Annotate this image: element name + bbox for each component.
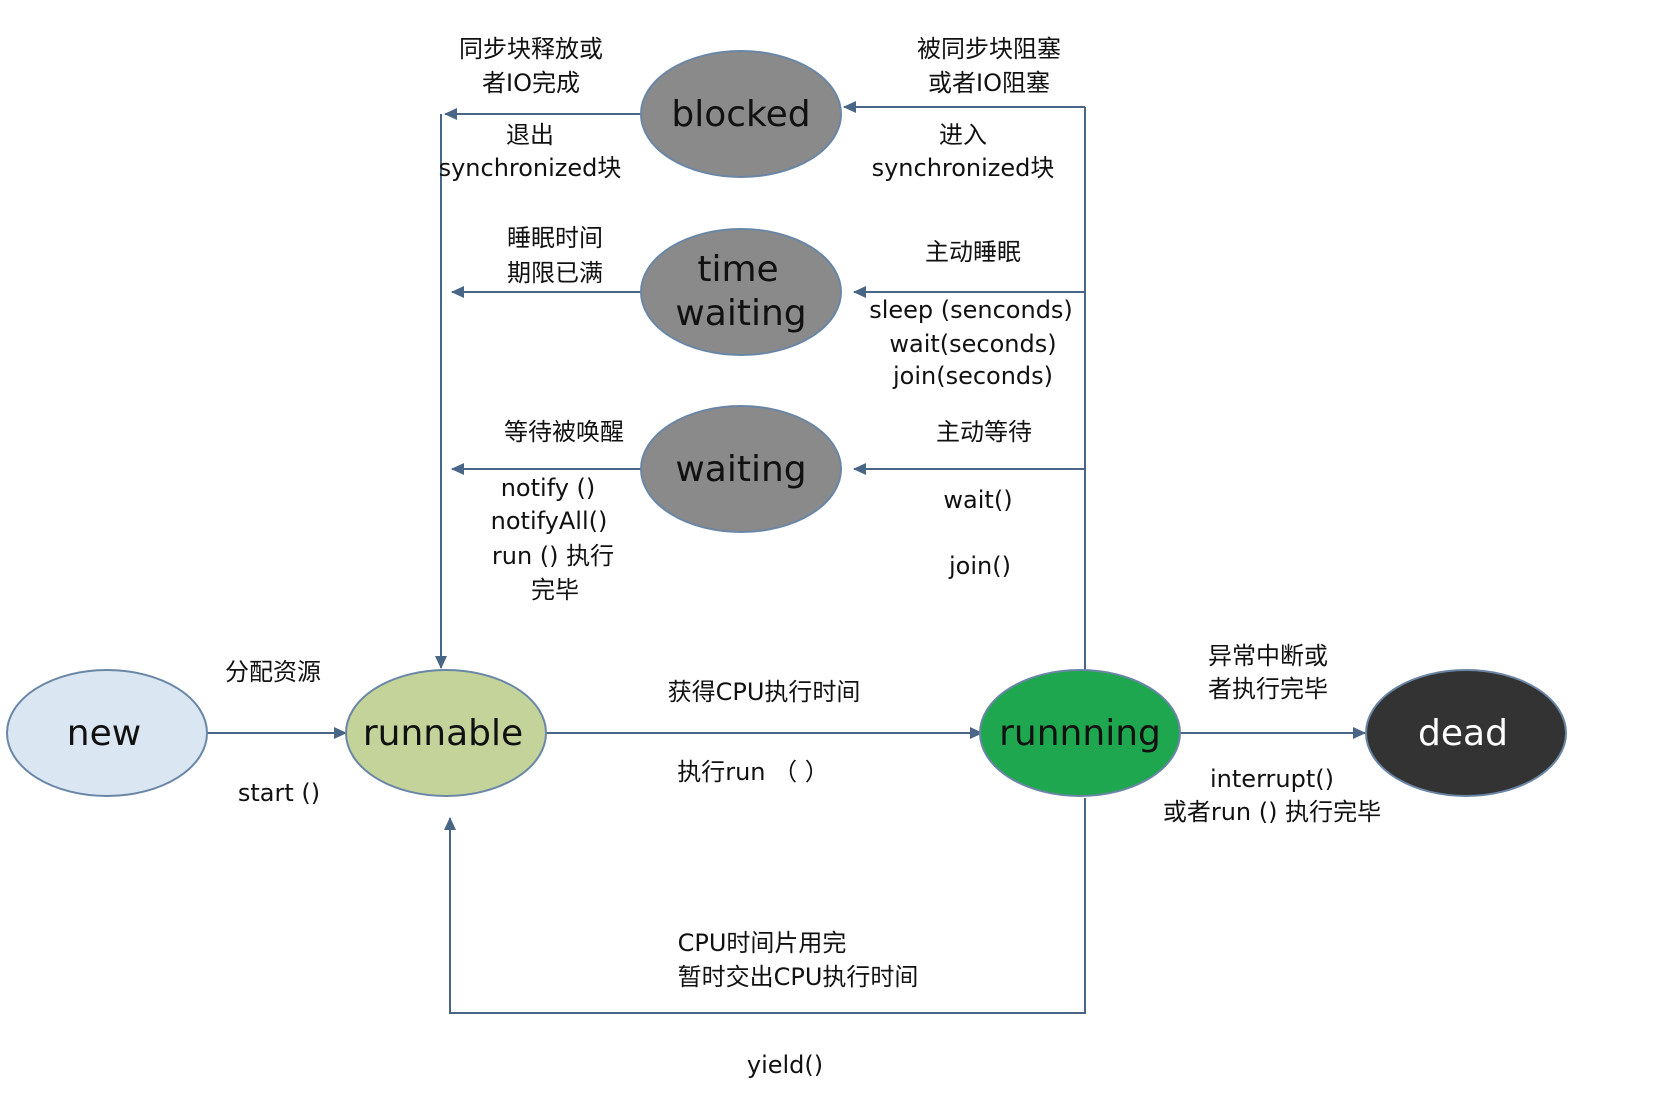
state-dead-label: dead [1418,713,1508,754]
label-blocked-in-1: 被同步块阻塞 [917,35,1061,63]
state-waiting: waiting [640,405,842,533]
label-active-sleep: 主动睡眠 [925,238,1021,266]
label-interrupt: interrupt() [1210,765,1334,793]
edge-running-to-runnable-yield [444,798,1086,1014]
state-waiting-label: waiting [675,449,806,490]
label-notify-all: notifyAll() [491,507,608,535]
label-run-finish-2: 完毕 [531,576,579,604]
state-blocked: blocked [640,50,842,178]
state-new-label: new [67,713,141,754]
label-join-seconds: join(seconds) [892,362,1053,390]
label-wait: wait() [943,486,1012,514]
label-join: join() [948,552,1011,580]
label-sync-block-in: synchronized块 [872,154,1055,182]
label-cpu-slice: CPU时间片用完 [678,929,847,957]
label-sleep-expired-2: 期限已满 [507,259,603,287]
label-exit: 退出 [506,121,554,149]
label-exec-run: 执行run （ ） [677,758,829,786]
state-runnable-label: runnable [363,713,523,754]
edges [207,101,1366,1014]
label-yield: yield() [747,1051,823,1079]
state-new: new [6,669,208,797]
label-or-run-finish: 或者run () 执行完毕 [1163,798,1381,826]
state-running-label: runnning [999,713,1161,754]
label-get-cpu: 获得CPU执行时间 [668,678,861,706]
state-blocked-label: blocked [671,94,810,135]
label-wait-seconds: wait(seconds) [889,330,1056,358]
label-abnormal-2: 者执行完毕 [1208,675,1328,703]
label-blocked-out-1: 同步块释放或 [459,35,603,63]
state-runnable: runnable [345,669,547,797]
label-blocked-out-2: 者IO完成 [482,69,580,97]
state-time-waiting: time waiting [640,228,842,356]
state-time-waiting-label-1: time [697,249,778,290]
label-sync-block-out: synchronized块 [439,154,622,182]
label-notify: notify () [501,474,596,502]
label-yield-cpu: 暂时交出CPU执行时间 [678,963,919,991]
label-run-finish-1: run () 执行 [492,542,614,570]
label-sleep: sleep (senconds) [869,296,1073,324]
label-abnormal-1: 异常中断或 [1208,642,1328,670]
state-dead: dead [1365,669,1567,797]
state-time-waiting-label-2: waiting [675,293,806,334]
label-sleep-expired-1: 睡眠时间 [507,224,603,252]
label-active-wait: 主动等待 [936,418,1032,446]
label-start: start () [238,779,320,807]
label-awaken: 等待被唤醒 [504,418,624,446]
label-blocked-in-2: 或者IO阻塞 [928,69,1050,97]
label-enter: 进入 [939,121,987,149]
edge-labels: 分配资源 start () 获得CPU执行时间 执行run （ ） 异常中断或 … [225,35,1381,1079]
state-running: runnning [979,669,1181,797]
label-alloc: 分配资源 [225,658,321,686]
